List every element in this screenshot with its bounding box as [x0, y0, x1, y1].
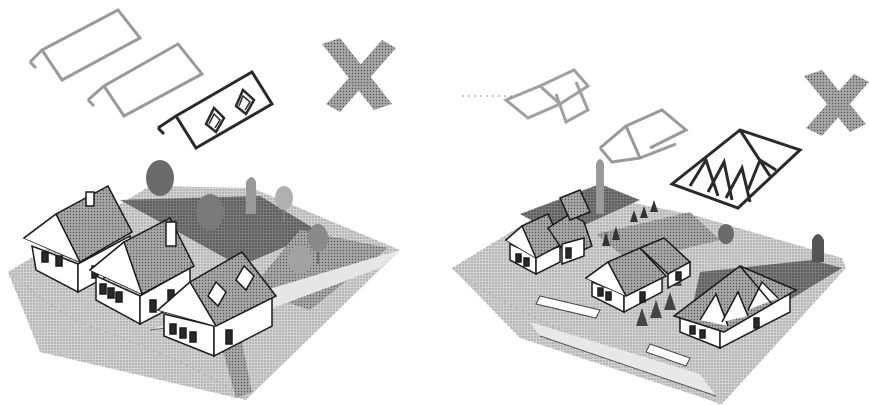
x-icon — [322, 38, 396, 112]
right-panel — [452, 70, 869, 404]
roof-outline-with-dormers — [158, 72, 272, 148]
roof-outline-plain-1 — [30, 10, 140, 80]
left-panel — [8, 10, 400, 400]
roof-outline-cross-gable — [506, 70, 588, 122]
roof-outline-multi-gable — [672, 130, 800, 208]
roof-outline-plain-2 — [88, 44, 202, 116]
roof-outline-l-shape — [600, 110, 686, 162]
x-icon — [804, 70, 869, 136]
